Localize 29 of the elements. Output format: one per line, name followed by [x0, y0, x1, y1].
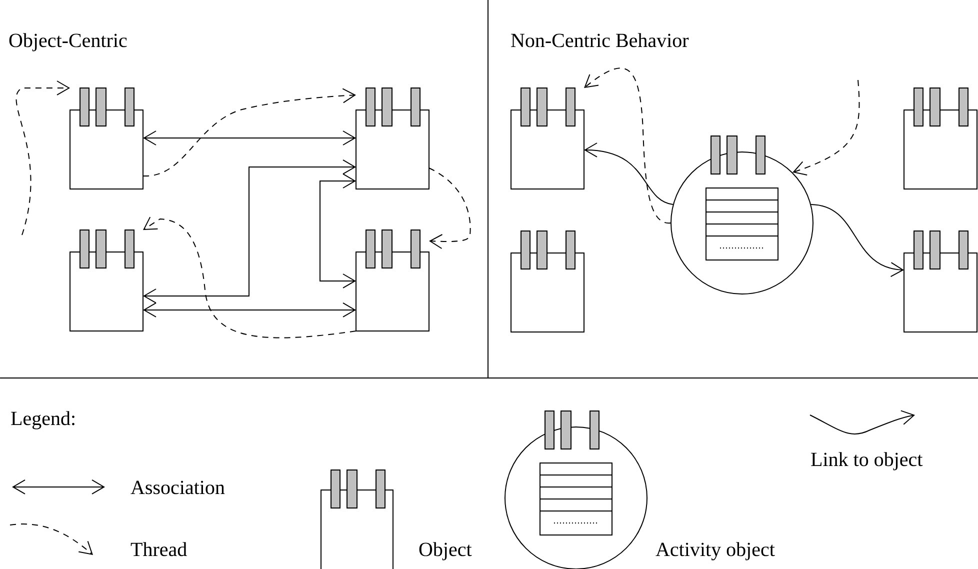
object-symbol [904, 88, 978, 190]
dashed-arrow [584, 68, 671, 224]
legend-label: Thread [130, 542, 187, 556]
curved-arrow [584, 142, 674, 205]
legend-heading: Legend: [11, 411, 74, 430]
double-arrow [320, 174, 356, 288]
double-arrow [143, 160, 356, 304]
dashed-arrow [142, 88, 356, 176]
curved-arrow [810, 204, 904, 277]
legend-label: Association [130, 480, 225, 494]
object-symbol [356, 230, 430, 332]
legend-label: Link to object [811, 452, 923, 470]
dashed-arrow [428, 168, 471, 249]
object-symbol [70, 88, 144, 190]
object-symbol [904, 230, 978, 332]
legend-label: Activity object [656, 542, 775, 560]
object-symbol [510, 88, 584, 190]
object-symbol [510, 230, 584, 332]
dashed-arrow [792, 80, 860, 176]
activity-object-symbol [670, 136, 814, 294]
dashed-arrow [143, 216, 356, 338]
legend-label: Object [419, 542, 472, 560]
panel-title: Object-Centric [9, 33, 127, 52]
double-arrow [143, 302, 356, 318]
panel-title: Non-Centric Behavior [511, 33, 689, 48]
dashed-arrow [16, 80, 70, 236]
object-symbol [356, 88, 430, 190]
object-symbol [70, 230, 144, 332]
double-arrow [143, 130, 356, 146]
